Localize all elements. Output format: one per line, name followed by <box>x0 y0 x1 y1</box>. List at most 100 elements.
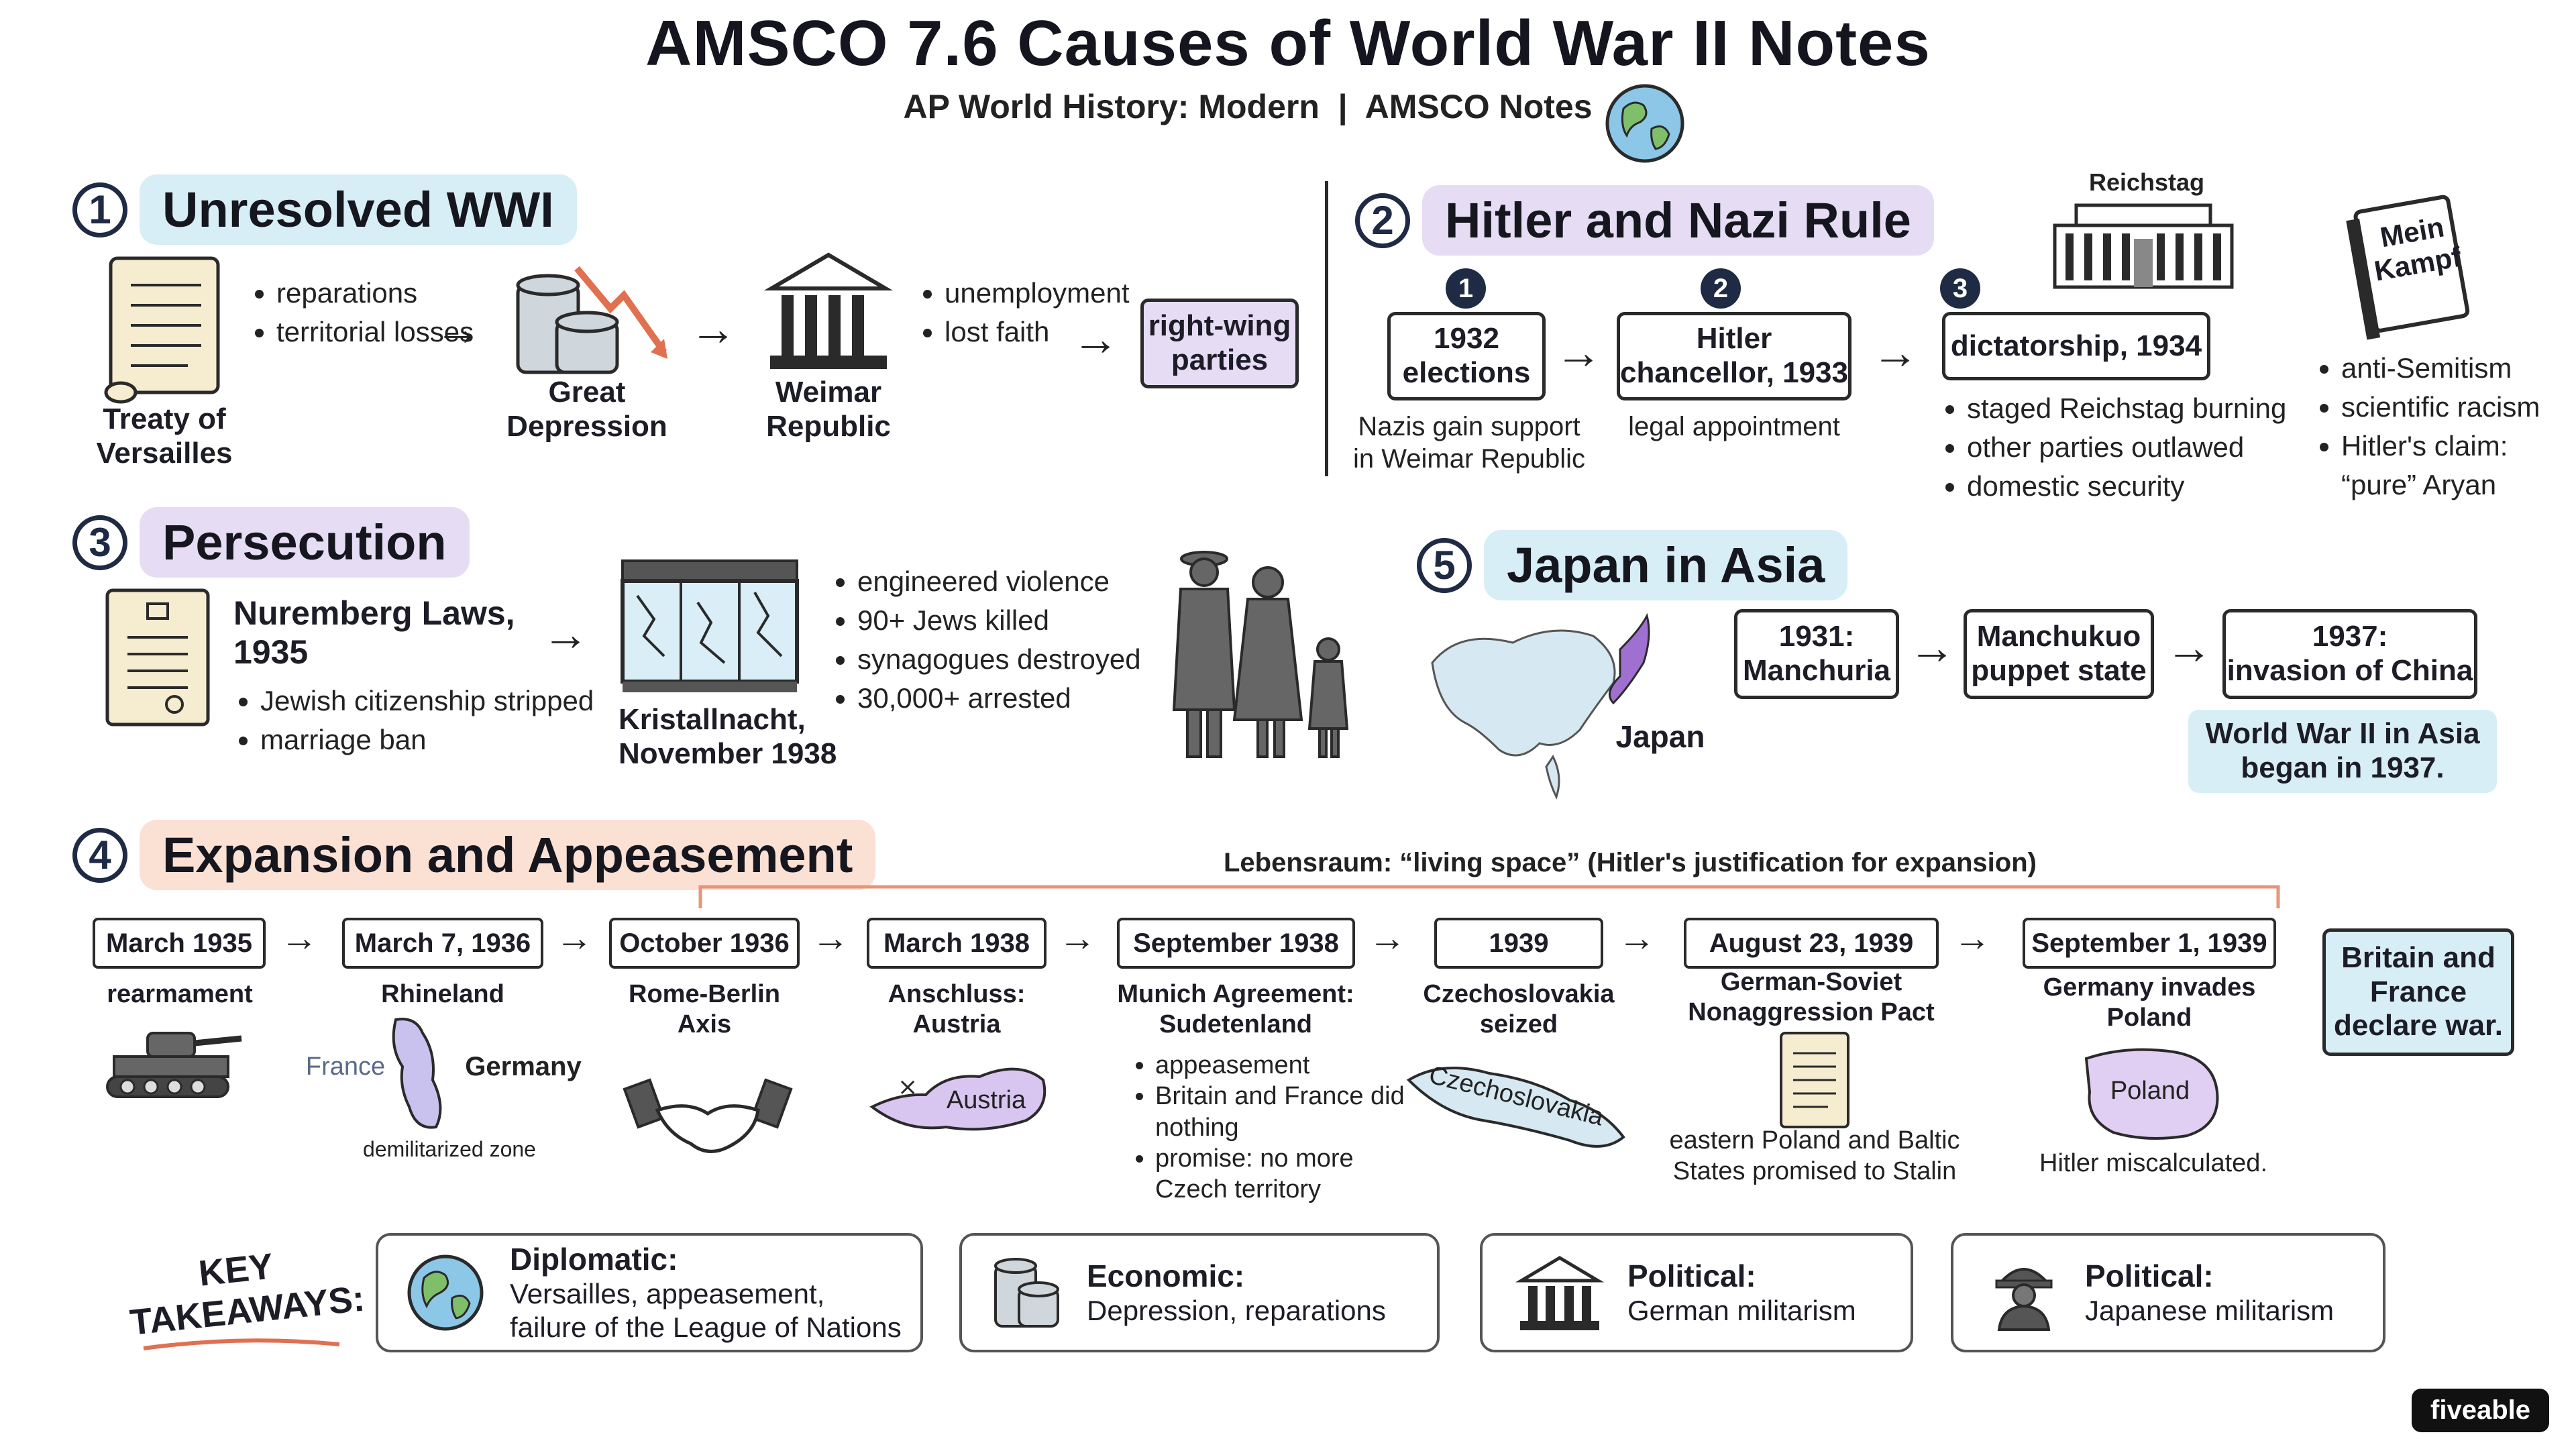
manchukuo-box: Manchukuo puppet state <box>1964 609 2154 699</box>
document-icon <box>105 588 210 727</box>
bullet: 90+ Jews killed <box>857 601 1206 640</box>
event-label: German-Soviet Nonaggression Pact <box>1688 968 1935 1026</box>
weimar-label: Weimar Republic <box>766 376 891 443</box>
bullet: scientific racism <box>2341 388 2576 427</box>
bullet: Jewish citizenship stripped <box>260 682 609 720</box>
rhineland-map-icon <box>392 1018 442 1129</box>
bullet: anti-Semitism <box>2341 349 2576 388</box>
kristallnacht-label: Kristallnacht, November 1938 <box>619 703 837 770</box>
section-4-header: 4 Expansion and Appeasement <box>72 820 876 890</box>
germany-label: Germany <box>465 1052 582 1081</box>
bullet: unemployment <box>945 274 1173 313</box>
step3-bullets: staged Reichstag burning other parties o… <box>1940 389 2343 506</box>
tank-icon <box>106 1032 242 1098</box>
family-figures-icon <box>1172 551 1349 758</box>
step2-note: legal appointment <box>1628 412 1840 441</box>
step1-note: Nazis gain support in Weimar Republic <box>1352 412 1586 474</box>
takeaway-title: Diplomatic: <box>510 1241 678 1277</box>
event-label: Rhineland <box>381 980 504 1008</box>
takeaway-text: Japanese militarism <box>2085 1294 2334 1326</box>
arrow-icon: → <box>1618 916 1656 959</box>
section-5-header: 5 Japan in Asia <box>1417 530 1848 600</box>
section-1-header: 1 Unresolved WWI <box>72 174 577 245</box>
event-label: Germany invades Poland <box>2043 973 2256 1032</box>
kristallnacht-bullets: engineered violence 90+ Jews killed syna… <box>830 562 1206 718</box>
section-number: 1 <box>72 182 127 237</box>
handshake-icon <box>623 1078 793 1153</box>
pact-document-icon <box>1780 1032 1849 1128</box>
date-box: 1939 <box>1434 918 1603 969</box>
arrow-icon: → <box>690 303 737 355</box>
japan-label: Japan <box>1615 719 1705 754</box>
bullet: domestic security <box>1967 467 2343 506</box>
poland-label: Poland <box>2110 1077 2190 1105</box>
date-box: March 1938 <box>867 918 1046 969</box>
takeaway-title: Economic: <box>1087 1258 1245 1293</box>
date-box: September 1938 <box>1117 918 1355 969</box>
brand-badge[interactable]: fiveable <box>2412 1389 2549 1432</box>
bullet: staged Reichstag burning <box>1967 389 2343 428</box>
bullet: Britain and France did nothing <box>1155 1081 1410 1143</box>
section-title: Unresolved WWI <box>140 174 577 245</box>
poland-map-icon <box>2084 1048 2219 1140</box>
step-badge: 2 <box>1701 268 1741 309</box>
step-badge: 1 <box>1446 268 1486 309</box>
miscalculated-label: Hitler miscalculated. <box>2039 1149 2267 1177</box>
bullet: 30,000+ arrested <box>857 679 1206 718</box>
bullet: promise: no more Czech territory <box>1155 1143 1410 1205</box>
section-title: Persecution <box>140 507 470 578</box>
building-icon <box>763 252 894 369</box>
arrow-icon: → <box>1072 313 1119 365</box>
section-title: Expansion and Appeasement <box>140 820 876 890</box>
reichstag-icon <box>2053 203 2234 289</box>
event-label: Rome-Berlin Axis <box>629 980 780 1038</box>
takeaway-card: Economic: Depression, reparations <box>959 1233 1440 1352</box>
section-title: Hitler and Nazi Rule <box>1422 185 1934 256</box>
weimar-bullets: unemployment lost faith <box>918 274 1173 352</box>
step2-box: Hitler chancellor, 1933 <box>1617 312 1851 400</box>
page-subtitle: AP World History: Modern | AMSCO Notes <box>903 88 1593 125</box>
arrow-icon: → <box>1953 916 1991 959</box>
bullet: engineered violence <box>857 562 1206 601</box>
globe-icon <box>407 1254 484 1331</box>
bullet: Hitler's claim: “pure” Aryan <box>2341 427 2576 504</box>
rightwing-box: right-wing parties <box>1140 299 1299 388</box>
takeaway-text: Depression, reparations <box>1087 1294 1386 1326</box>
declare-war-box: Britain and France declare war. <box>2322 928 2514 1056</box>
asia-map-icon <box>1431 612 1650 800</box>
austria-map-icon: × <box>869 1067 1046 1131</box>
key-takeaways-heading: KEY TAKEAWAYS: <box>128 1246 367 1344</box>
globe-icon <box>1605 84 1684 163</box>
page-title: AMSCO 7.6 Causes of World War II Notes <box>645 7 1931 79</box>
dmz-label: demilitarized zone <box>363 1137 536 1161</box>
coins-icon <box>994 1258 1059 1328</box>
date-box: August 23, 1939 <box>1684 918 1939 969</box>
france-label: France <box>305 1053 386 1081</box>
austria-label: Austria <box>946 1086 1026 1114</box>
bullet: reparations <box>276 274 478 313</box>
treaty-bullets: reparations territorial losses <box>250 274 478 352</box>
soldier-icon <box>1995 1268 2053 1331</box>
czech-map-icon <box>1406 1067 1625 1148</box>
arrow-icon: → <box>1059 916 1096 959</box>
arrow-icon: → <box>1555 326 1602 378</box>
date-box: March 1935 <box>93 918 266 969</box>
bullet: lost faith <box>945 313 1173 352</box>
section-number: 2 <box>1355 193 1410 248</box>
reichstag-label: Reichstag <box>2088 168 2205 196</box>
takeaway-card: Political: German militarism <box>1480 1233 1913 1352</box>
underline-icon <box>143 1338 340 1350</box>
date-box: September 1, 1939 <box>2023 918 2276 969</box>
coins-icon <box>516 266 667 374</box>
broken-window-icon <box>621 559 799 692</box>
nuremberg-bullets: Jewish citizenship stripped marriage ban <box>233 682 609 759</box>
arrow-icon: → <box>2165 621 2212 674</box>
lebensraum-label: Lebensraum: “living space” (Hitler's jus… <box>1224 848 2037 877</box>
scroll-icon <box>104 256 220 404</box>
bullet: appeasement <box>1155 1050 1410 1081</box>
asia-war-note: World War II in Asia began in 1937. <box>2188 710 2497 793</box>
section-number: 3 <box>72 515 127 570</box>
arrow-icon: → <box>435 303 482 355</box>
section-divider <box>1325 181 1328 476</box>
svg-text:×: × <box>898 1073 918 1101</box>
